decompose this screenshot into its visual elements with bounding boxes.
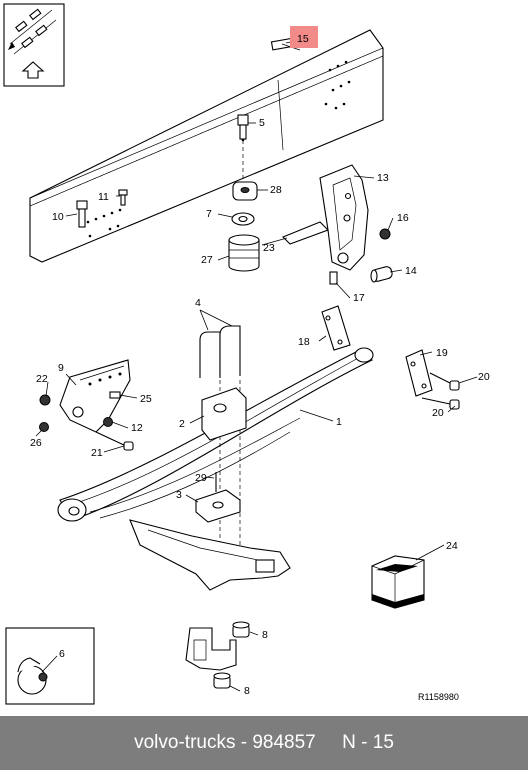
axle [129, 519, 291, 591]
callout-13[interactable]: 13 [377, 172, 389, 184]
callout-19[interactable]: 19 [436, 347, 448, 359]
footer-text: volvo-trucks - 984857 N - 15 [134, 732, 394, 753]
callout-12[interactable]: 12 [131, 422, 143, 434]
callout-27[interactable]: 27 [201, 254, 213, 266]
shackle-plate-19 [405, 349, 433, 397]
nut-12 [103, 417, 113, 427]
plate-23 [282, 221, 329, 245]
callout-17[interactable]: 17 [353, 292, 365, 304]
leader-lines [35, 39, 478, 692]
callout-15[interactable]: 15 [297, 33, 309, 45]
bolt-10 [76, 200, 88, 228]
bolt-17 [329, 271, 338, 285]
u-bolt-4 [199, 325, 241, 560]
nut-8-upper [232, 621, 250, 638]
bushing-14 [370, 266, 393, 283]
callout-8-upper[interactable]: 8 [262, 629, 268, 641]
callout-24[interactable]: 24 [446, 540, 458, 552]
block-24 [371, 555, 425, 609]
nut-16 [379, 228, 391, 240]
bump-stop-28 [232, 181, 258, 201]
callout-5[interactable]: 5 [259, 117, 265, 129]
nut-22 [39, 394, 51, 406]
plate-3 [195, 489, 241, 523]
footer-bar: volvo-trucks - 984857 N - 15 [0, 716, 528, 770]
callout-18[interactable]: 18 [298, 336, 310, 348]
callout-3[interactable]: 3 [176, 489, 182, 501]
bolt-5 [237, 114, 249, 180]
callout-23[interactable]: 23 [263, 242, 275, 254]
callout-29[interactable]: 29 [195, 472, 207, 484]
callout-16[interactable]: 16 [397, 212, 409, 224]
callout-21[interactable]: 21 [91, 447, 103, 459]
frame-rail [29, 29, 384, 263]
callout-22[interactable]: 22 [36, 373, 48, 385]
callout-7[interactable]: 7 [206, 208, 212, 220]
callout-6[interactable]: 6 [59, 648, 65, 660]
callout-28[interactable]: 28 [270, 184, 282, 196]
reference-code: R1158980 [418, 692, 459, 702]
callout-10[interactable]: 10 [52, 211, 64, 223]
lower-clamp [185, 627, 237, 689]
washer-7 [231, 212, 255, 226]
inset-part-6 [5, 627, 95, 705]
bolt-11 [118, 189, 128, 206]
callout-2[interactable]: 2 [179, 418, 185, 430]
spring-seat-2 [201, 387, 247, 441]
callout-26[interactable]: 26 [30, 437, 42, 449]
callout-1[interactable]: 1 [336, 416, 342, 428]
bolt-20-lower [421, 397, 460, 410]
highlight-box-15 [290, 26, 318, 48]
bolt-25 [109, 391, 121, 399]
callout-4[interactable]: 4 [195, 297, 201, 309]
callout-8-lower[interactable]: 8 [244, 685, 250, 697]
parts-diagram: 15 5 28 11 10 7 13 16 23 27 14 17 4 18 1… [3, 3, 490, 705]
direction-indicator-icon [3, 3, 65, 87]
callout-20-lower[interactable]: 20 [432, 407, 444, 419]
callout-14[interactable]: 14 [405, 265, 417, 277]
front-hanger-9 [59, 359, 131, 433]
bump-stop-27 [228, 234, 260, 272]
hanger-bracket-13 [319, 164, 369, 271]
callout-9[interactable]: 9 [58, 362, 64, 374]
bolt-20-upper [429, 372, 460, 391]
callout-11[interactable]: 11 [98, 191, 109, 203]
callout-20-upper[interactable]: 20 [478, 371, 490, 383]
shackle-plate-18 [321, 305, 351, 351]
callout-labels: 15 5 28 11 10 7 13 16 23 27 14 17 4 18 1… [30, 33, 490, 702]
callout-25[interactable]: 25 [140, 393, 152, 405]
nut-26 [39, 422, 49, 432]
